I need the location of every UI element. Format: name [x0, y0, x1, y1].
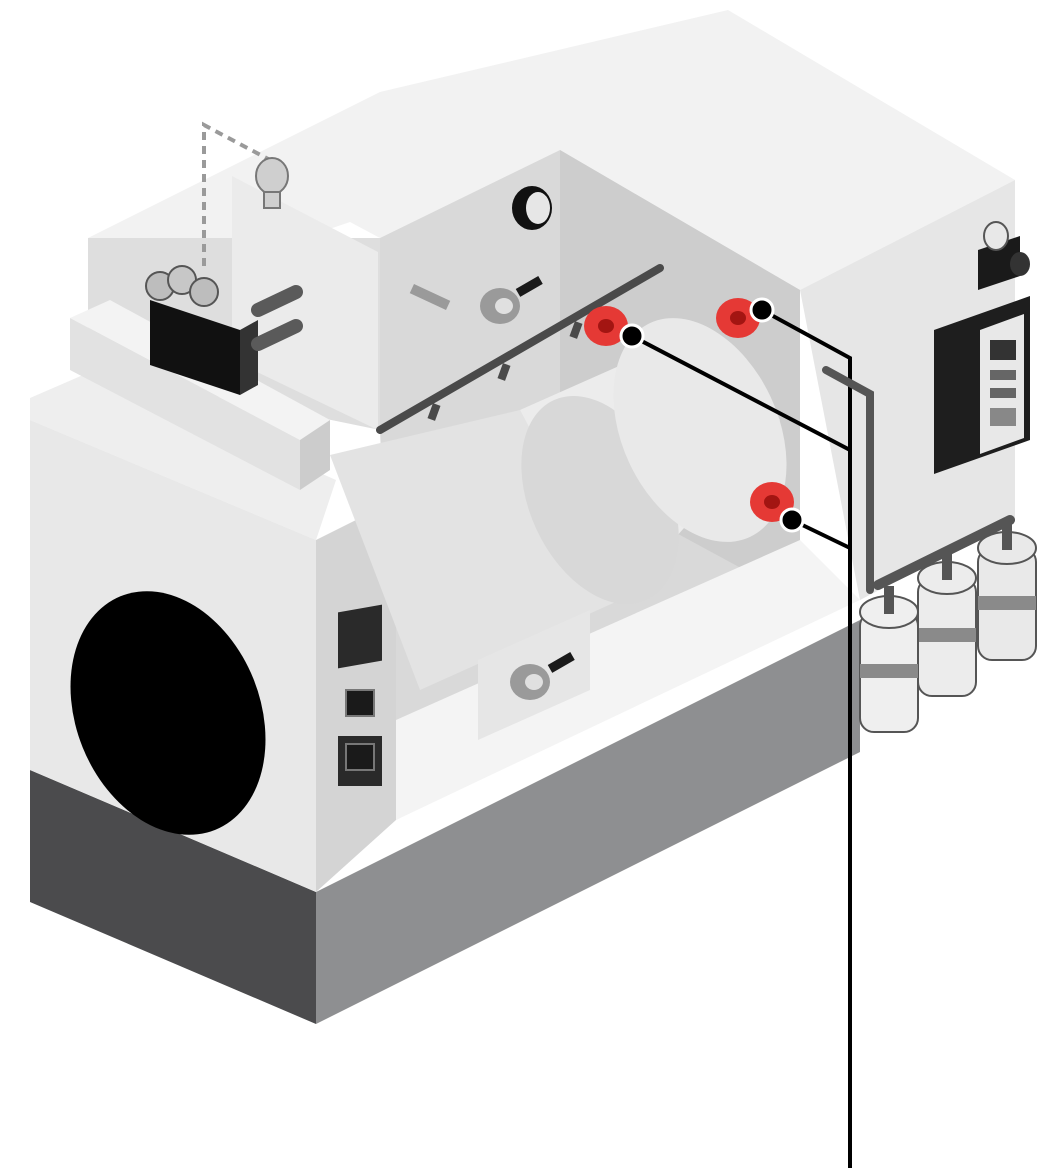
control-box-screen-upper: [346, 690, 374, 716]
extinguisher-cylinder-icon: [860, 586, 918, 732]
callout-dot: [751, 299, 773, 321]
callout-dot: [621, 325, 643, 347]
extinguisher-cylinder-icon: [918, 550, 976, 696]
alarm-beacon-icon: [978, 222, 1030, 290]
control-box-screen-lower: [346, 744, 374, 770]
control-box-upper: [338, 605, 382, 669]
alarm-beacon-icon: [512, 186, 552, 230]
callout-dot: [781, 509, 803, 531]
actuator-block-side: [240, 320, 258, 395]
extinguisher-cylinder-icon: [978, 520, 1036, 660]
